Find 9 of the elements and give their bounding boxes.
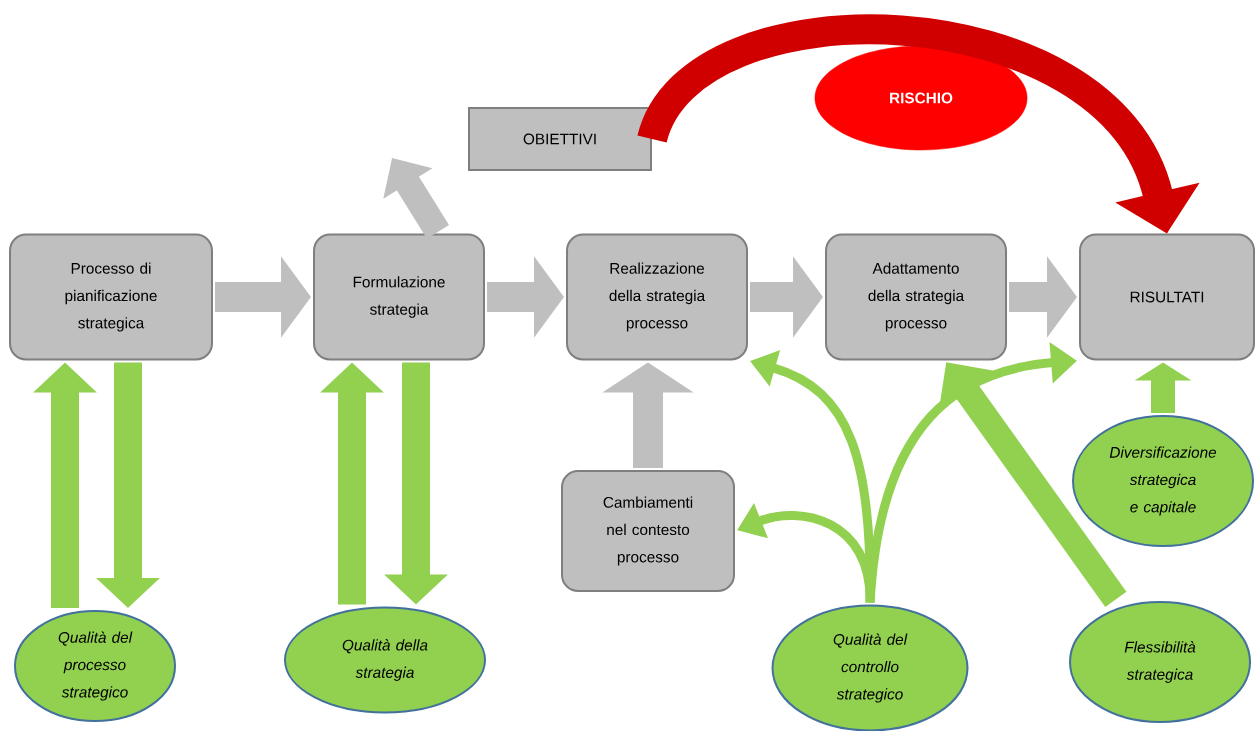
rounded-box: Realizzazione della strategia processo [566, 233, 748, 361]
rounded-box: Formulazione strategia [313, 233, 485, 361]
block-arrow [383, 158, 449, 239]
rounded-box: Cambiamenti nel contesto processo [561, 470, 735, 592]
rectangle-box: OBIETTIVI [468, 107, 652, 171]
rounded-box: Processo di pianificazione strategica [9, 233, 213, 361]
block-arrow [939, 362, 1127, 607]
rounded-box: Adattamento della strategia processo [825, 233, 1007, 361]
rounded-box: RISULTATI [1079, 233, 1255, 361]
